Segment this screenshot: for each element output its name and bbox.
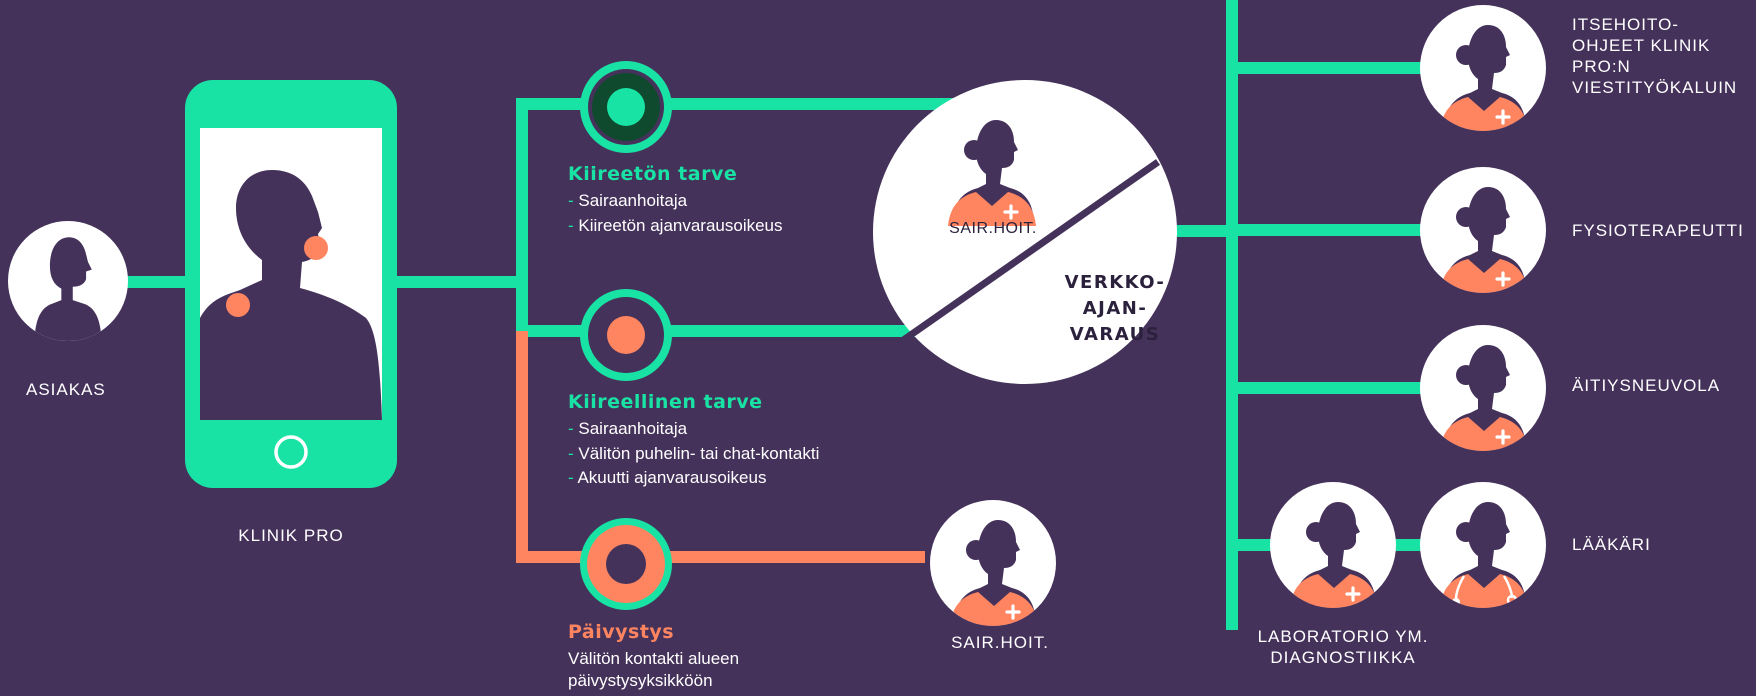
fysioterapeutti-avatar xyxy=(1420,167,1546,293)
aitiysneuvola-label: ÄITIYSNEUVOLA xyxy=(1572,376,1721,395)
laboratorio-avatar xyxy=(1270,482,1396,608)
sair-hoit-bottom-label: SAIR.HOIT. xyxy=(951,633,1049,652)
verkkoajanvaraus-circle xyxy=(873,80,1177,384)
laboratorio-label: LABORATORIO YM. DIAGNOSTIIKKA xyxy=(1257,627,1429,667)
asiakas-avatar xyxy=(8,221,128,341)
aitiysneuvola-avatar xyxy=(1420,325,1546,451)
sair-hoit-top-label: SAIR.HOIT. xyxy=(949,220,1037,237)
asiakas-label: ASIAKAS xyxy=(26,380,106,399)
laakari-label: LÄÄKÄRI xyxy=(1572,535,1651,554)
list-item: - Kiireetön ajanvarausoikeus xyxy=(568,215,783,235)
phone-icon xyxy=(185,80,397,488)
list-item: - Välitön puhelin- tai chat-kontakti xyxy=(568,443,820,463)
kiireeton-title: Kiireetön tarve xyxy=(568,163,738,185)
laakari-avatar xyxy=(1420,482,1546,608)
kiireellinen-list: - Sairaanhoitaja - Välitön puhelin- tai … xyxy=(568,417,819,491)
paivystys-ring xyxy=(580,518,672,610)
klinik-pro-label: KLINIK PRO xyxy=(238,526,344,545)
list-item: - Sairaanhoitaja xyxy=(568,191,688,210)
kiireellinen-title: Kiireellinen tarve xyxy=(568,391,763,413)
kiireeton-list: - Sairaanhoitaja - Kiireetön ajanvarauso… xyxy=(568,189,783,238)
verkkoajanvaraus-label: VERKKO- AJAN- VARAUS xyxy=(1064,272,1166,345)
sair-hoit-bottom-avatar xyxy=(930,500,1056,626)
itsehoito-label: ITSEHOITO- OHJEET KLINIK PRO:N VIESTITYÖ… xyxy=(1572,15,1738,97)
paivystys-title: Päivystys xyxy=(568,621,675,643)
kiireellinen-ring xyxy=(580,289,672,381)
paivystys-text: Välitön kontakti alueen päivystysyksikkö… xyxy=(568,649,740,690)
customer-silhouette-icon xyxy=(200,170,382,420)
kiireeton-ring xyxy=(580,61,672,153)
itsehoito-avatar xyxy=(1420,5,1546,131)
fysioterapeutti-label: FYSIOTERAPEUTTI xyxy=(1572,221,1744,240)
list-item: - Akuutti ajanvarausoikeus xyxy=(568,468,767,487)
list-item: - Sairaanhoitaja xyxy=(568,419,688,438)
